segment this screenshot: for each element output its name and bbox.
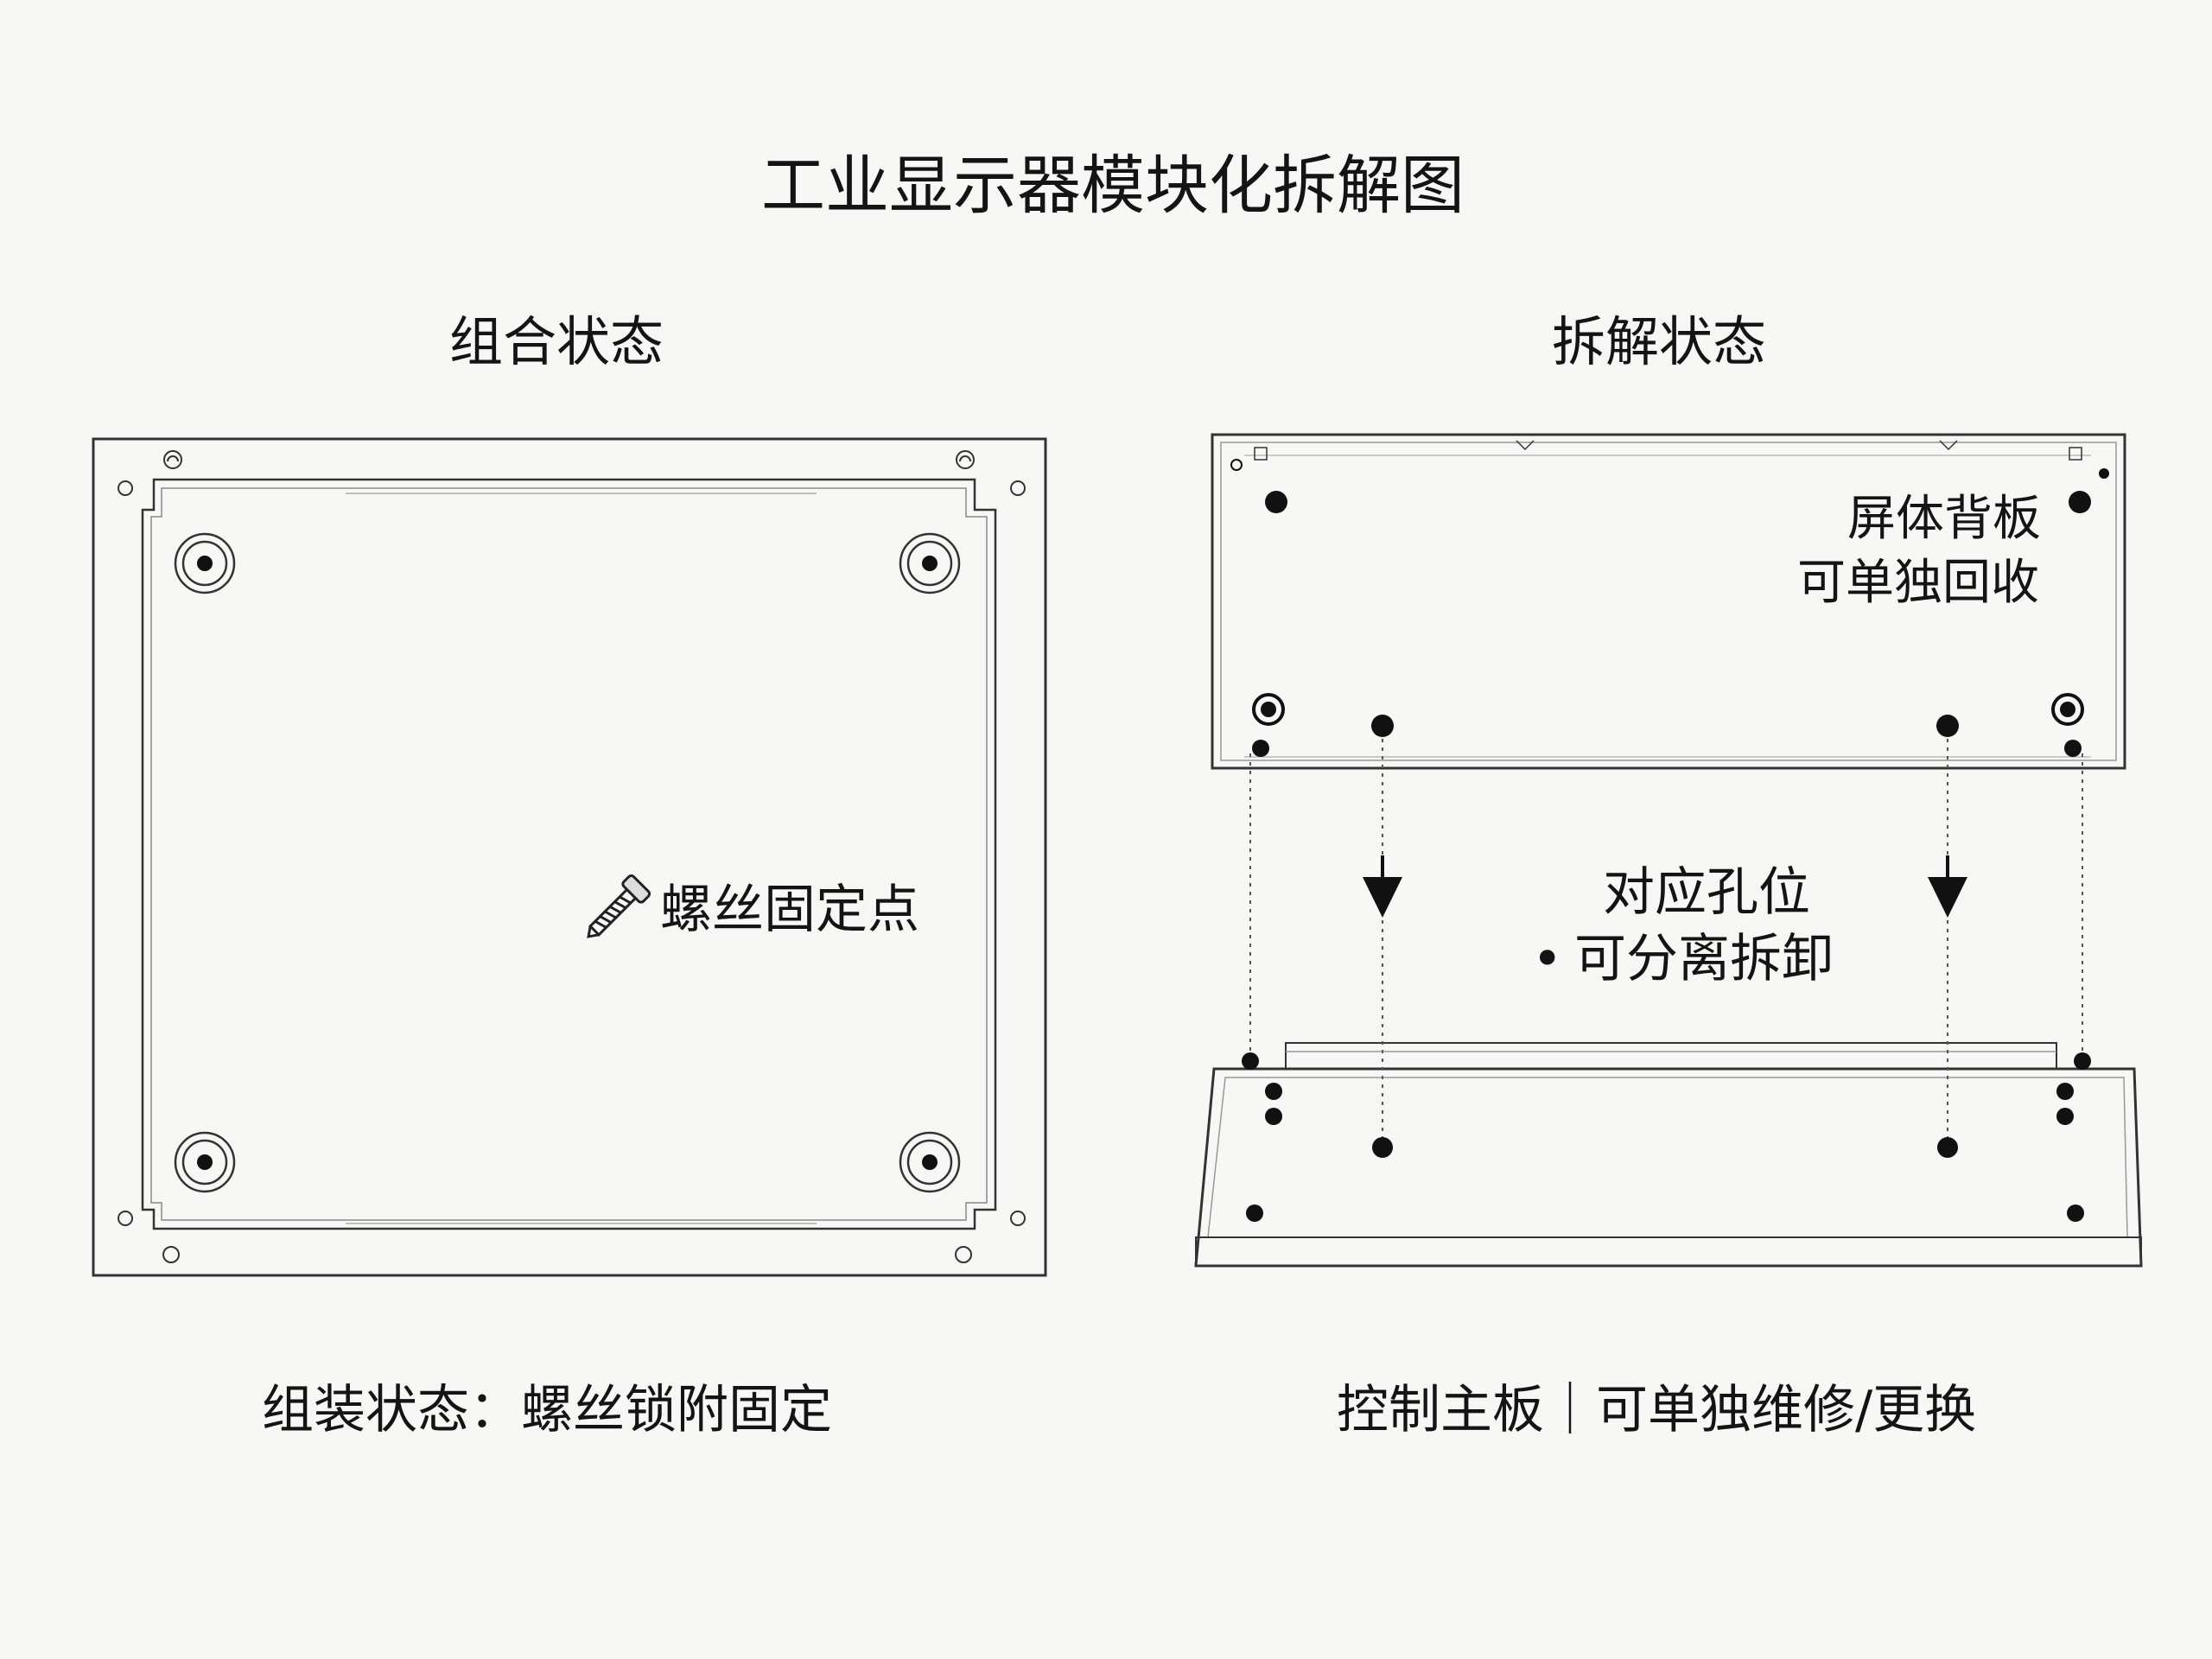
alignment-bullet: •: [1532, 929, 1563, 989]
alignment-sublabel: 可分离拆卸: [1574, 929, 1834, 989]
assembled-heading: 组合状态: [449, 310, 664, 373]
alignment-label: 对应孔位: [1603, 862, 1810, 923]
back-plate: [1211, 433, 2126, 770]
disassembled-caption: 控制主板｜可单独维修/更换: [1337, 1380, 1977, 1440]
back-plate-holes: [1230, 459, 2109, 757]
screw-icon: [587, 874, 652, 938]
back-plate-sublabel: 可单独回收: [1797, 555, 2039, 611]
assembled-screw-points: [174, 532, 961, 1193]
screw-point-label: 螺丝固定点: [660, 880, 919, 940]
diagram-title: 工业显示器模块化拆解图: [761, 149, 1465, 223]
arrow-down-icon: [1363, 855, 1402, 918]
control-board-holes: [1242, 1052, 2091, 1222]
arrow-down-icon: [1928, 855, 1967, 918]
assembled-panel: [92, 437, 1047, 1277]
alignment-guides: [1249, 730, 2083, 1149]
control-board: [1194, 1042, 2143, 1268]
assembled-caption: 组装状态：螺丝锁附固定: [262, 1380, 832, 1440]
back-plate-label: 屏体背板: [1847, 491, 2041, 547]
disassembled-heading: 拆解状态: [1552, 310, 1767, 373]
assembled-corner-screws: [118, 450, 1026, 1263]
